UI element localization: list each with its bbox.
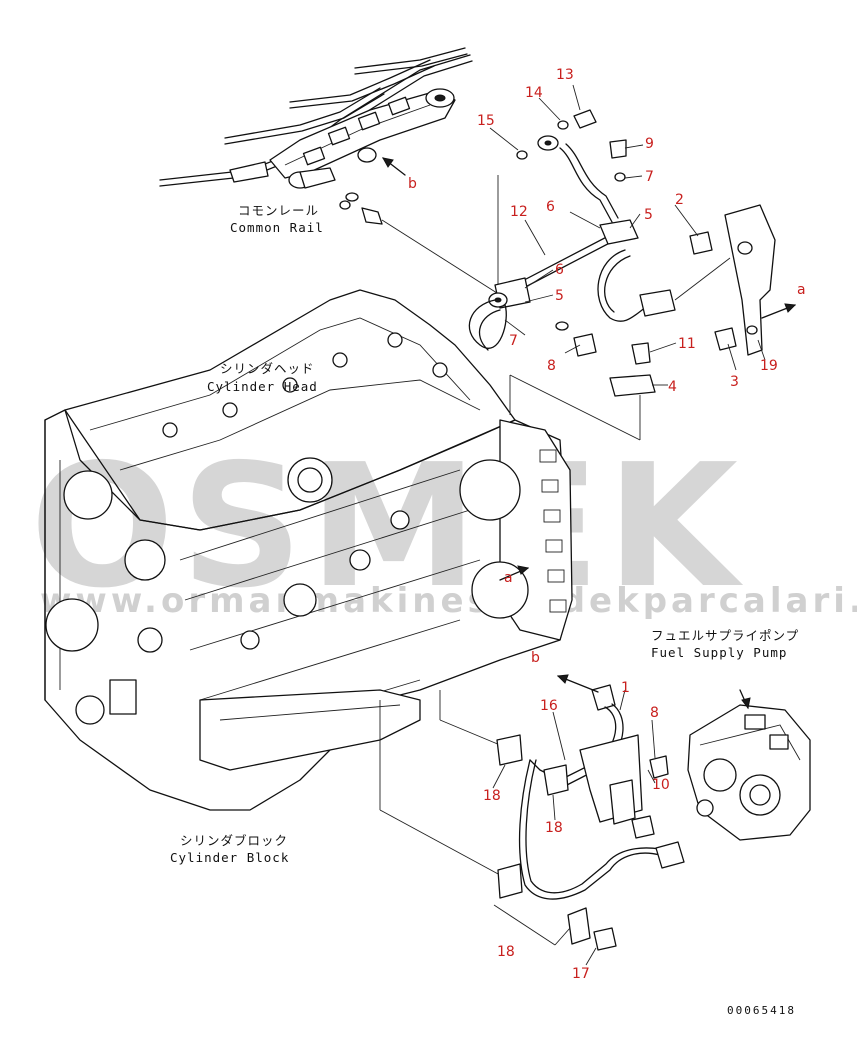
ref-b-pipe: b bbox=[531, 650, 540, 666]
callout-11: 11 bbox=[678, 336, 696, 352]
callout-7b: 7 bbox=[509, 333, 518, 349]
cylinder-head-label-en: Cylinder Head bbox=[207, 379, 318, 394]
rail-feed-pipe bbox=[468, 109, 731, 441]
callout-4: 4 bbox=[668, 379, 677, 395]
callout-2: 2 bbox=[675, 192, 684, 208]
callout-8b: 8 bbox=[650, 705, 659, 721]
callout-5b: 5 bbox=[555, 288, 564, 304]
cylinder-head-label-jp: シリンダヘッド bbox=[220, 361, 315, 376]
callout-14: 14 bbox=[525, 85, 543, 101]
callout-6a: 6 bbox=[546, 199, 555, 215]
callout-6b: 6 bbox=[555, 262, 564, 278]
fuel-supply-pump bbox=[687, 689, 811, 841]
ref-a-block: a bbox=[504, 570, 513, 586]
reference-letters: b a a b bbox=[408, 176, 806, 666]
supply-pipe-16 bbox=[493, 674, 685, 951]
drawing-code: 00065418 bbox=[727, 1004, 796, 1017]
bracket-19 bbox=[689, 204, 797, 356]
callout-1: 1 bbox=[621, 680, 630, 696]
common-rail-label-en: Common Rail bbox=[230, 220, 324, 235]
cylinder-block-label-jp: シリンダブロック bbox=[180, 833, 288, 848]
ref-a-bracket: a bbox=[797, 282, 806, 298]
callout-17: 17 bbox=[572, 966, 590, 982]
callout-15: 15 bbox=[477, 113, 495, 129]
callout-numbers: 13 14 15 9 7 12 6 5 2 6 5 7 8 11 3 19 4 … bbox=[477, 67, 778, 982]
watermark: OSMEK www.ormanmakinesiyedekparcalari.co… bbox=[30, 428, 857, 626]
leader-lines bbox=[489, 84, 766, 966]
callout-12: 12 bbox=[510, 204, 528, 220]
callout-9: 9 bbox=[645, 136, 654, 152]
fuel-pump-label-jp: フュエルサプライポンプ bbox=[651, 628, 799, 643]
callout-18a: 18 bbox=[483, 788, 501, 804]
ref-b-rail: b bbox=[408, 176, 417, 192]
cylinder-block-label-en: Cylinder Block bbox=[170, 850, 289, 865]
captions: コモンレール Common Rail シリンダヘッド Cylinder Head… bbox=[170, 203, 799, 865]
callout-7a: 7 bbox=[645, 169, 654, 185]
callout-18b: 18 bbox=[545, 820, 563, 836]
callout-3: 3 bbox=[730, 374, 739, 390]
callout-8a: 8 bbox=[547, 358, 556, 374]
callout-5a: 5 bbox=[644, 207, 653, 223]
common-rail-assembly bbox=[159, 47, 509, 301]
common-rail-label-jp: コモンレール bbox=[238, 203, 319, 218]
callout-10: 10 bbox=[652, 777, 670, 793]
callout-19: 19 bbox=[760, 358, 778, 374]
engine-block bbox=[44, 289, 573, 876]
callout-16: 16 bbox=[540, 698, 558, 714]
watermark-url: www.ormanmakinesiyedekparcalari.com.tr bbox=[40, 581, 857, 621]
fuel-pump-label-en: Fuel Supply Pump bbox=[651, 645, 787, 660]
callout-18c: 18 bbox=[497, 944, 515, 960]
callout-13: 13 bbox=[556, 67, 574, 83]
watermark-brand: OSMEK bbox=[30, 428, 744, 626]
